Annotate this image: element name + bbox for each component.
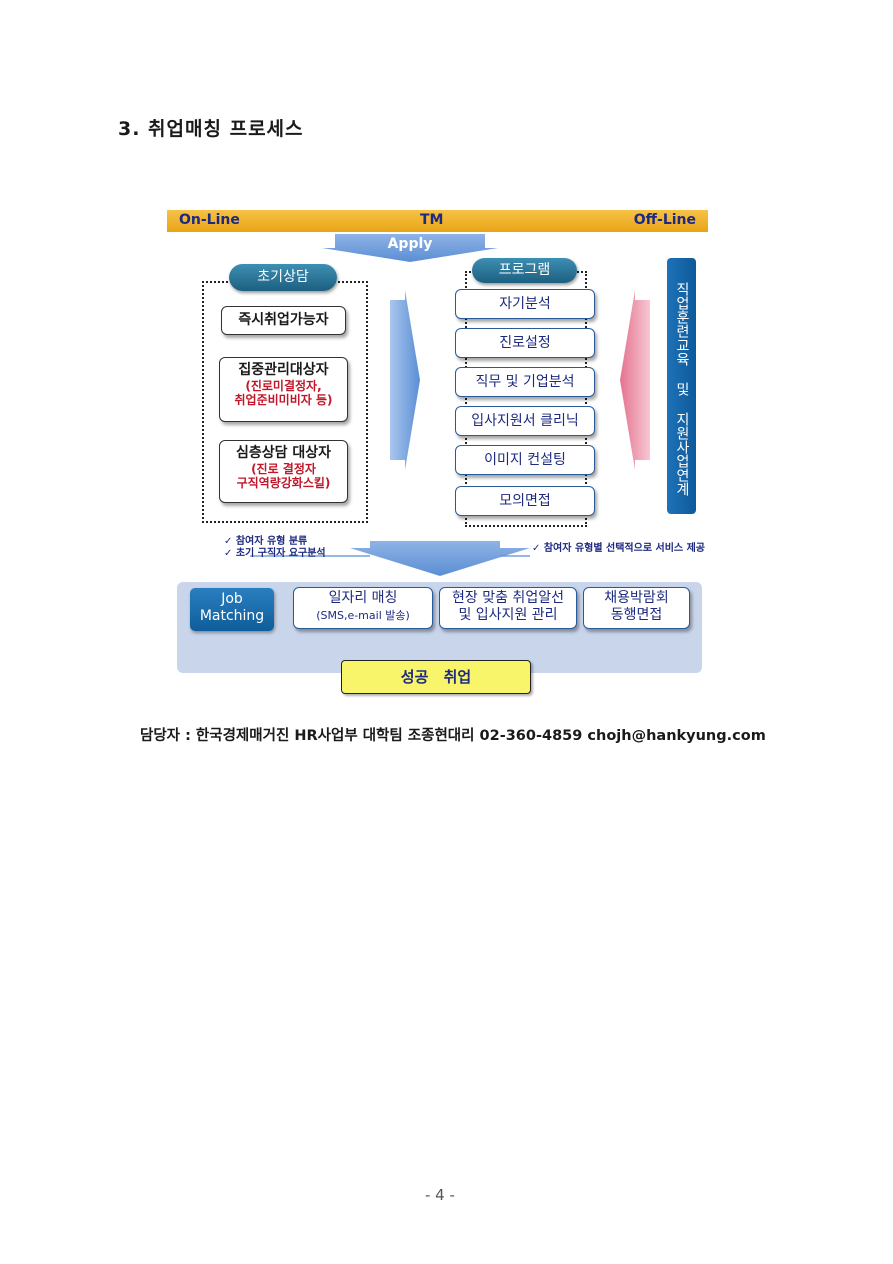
merge-arrow: [350, 541, 530, 576]
left-arrow: [620, 290, 650, 470]
vocational-training-label: 직업훈련교육 및 지원사업연계: [667, 258, 696, 514]
note-right: ✓ 참여자 유형별 선택적으로 서비스 제공: [532, 543, 705, 554]
job-step-line1: 채용박람회: [604, 590, 669, 606]
note-item: ✓ 초기 구직자 요구분석: [224, 548, 326, 559]
initial-counseling-header: 초기상담: [229, 264, 337, 291]
program-item: 이미지 컨설팅: [455, 445, 595, 475]
channel-offline: Off-Line: [633, 212, 696, 228]
apply-arrow: [322, 234, 498, 262]
counsel-item-title: 즉시취업가능자: [238, 312, 329, 328]
program-item: 입사지원서 클리닉: [455, 406, 595, 436]
page-number: - 4 -: [425, 1186, 455, 1204]
job-step: 현장 맞춤 취업알선 및 입사지원 관리: [439, 587, 577, 629]
job-step-line2: (SMS,e-mail 발송): [316, 609, 410, 622]
counsel-item-sub: 구직역량강화스킬): [236, 476, 331, 490]
counsel-item-intensive: 집중관리대상자 (진로미결정자, 취업준비미비자 등): [219, 357, 348, 422]
counsel-item-sub: (진로미결정자,: [245, 379, 322, 393]
notes-left: ✓ 참여자 유형 분류 ✓ 초기 구직자 요구분석: [224, 536, 326, 560]
counsel-item-sub: (진로 결정자: [251, 462, 316, 476]
job-step: 일자리 매칭 (SMS,e-mail 발송): [293, 587, 433, 629]
counsel-item-immediate: 즉시취업가능자: [221, 306, 346, 335]
program-item: 진로설정: [455, 328, 595, 358]
success-box: 성공 취업: [341, 660, 531, 694]
job-step: 채용박람회 동행면접: [583, 587, 690, 629]
program-item: 직무 및 기업분석: [455, 367, 595, 397]
job-matching-label: Job Matching: [190, 588, 274, 631]
apply-label: Apply: [387, 236, 433, 252]
counsel-item-sub: 취업준비미비자 등): [234, 393, 333, 407]
job-step-line1: 현장 맞춤 취업알선: [452, 590, 564, 606]
counsel-item-title: 심층상담 대상자: [235, 445, 332, 461]
contact-line: 담당자 : 한국경제매거진 HR사업부 대학팀 조종현대리 02-360-485…: [140, 728, 766, 744]
counsel-item-deep: 심층상담 대상자 (진로 결정자 구직역량강화스킬): [219, 440, 348, 503]
channel-tm: TM: [420, 212, 444, 228]
right-arrow: [390, 290, 420, 470]
job-matching-line2: Matching: [199, 608, 265, 624]
note-item: ✓ 참여자 유형 분류: [224, 536, 308, 547]
job-matching-line1: Job: [221, 591, 243, 607]
counsel-item-title: 집중관리대상자: [238, 362, 329, 378]
program-item: 자기분석: [455, 289, 595, 319]
section-title: 3. 취업매칭 프로세스: [118, 118, 304, 140]
job-step-line2: 동행면접: [610, 607, 663, 623]
channel-bar: On-Line TM Off-Line: [167, 210, 708, 232]
channel-online: On-Line: [179, 212, 240, 228]
program-header: 프로그램: [472, 258, 577, 283]
job-step-line1: 일자리 매칭: [328, 590, 398, 606]
program-item: 모의면접: [455, 486, 595, 516]
job-step-line2: 및 입사지원 관리: [458, 607, 558, 623]
